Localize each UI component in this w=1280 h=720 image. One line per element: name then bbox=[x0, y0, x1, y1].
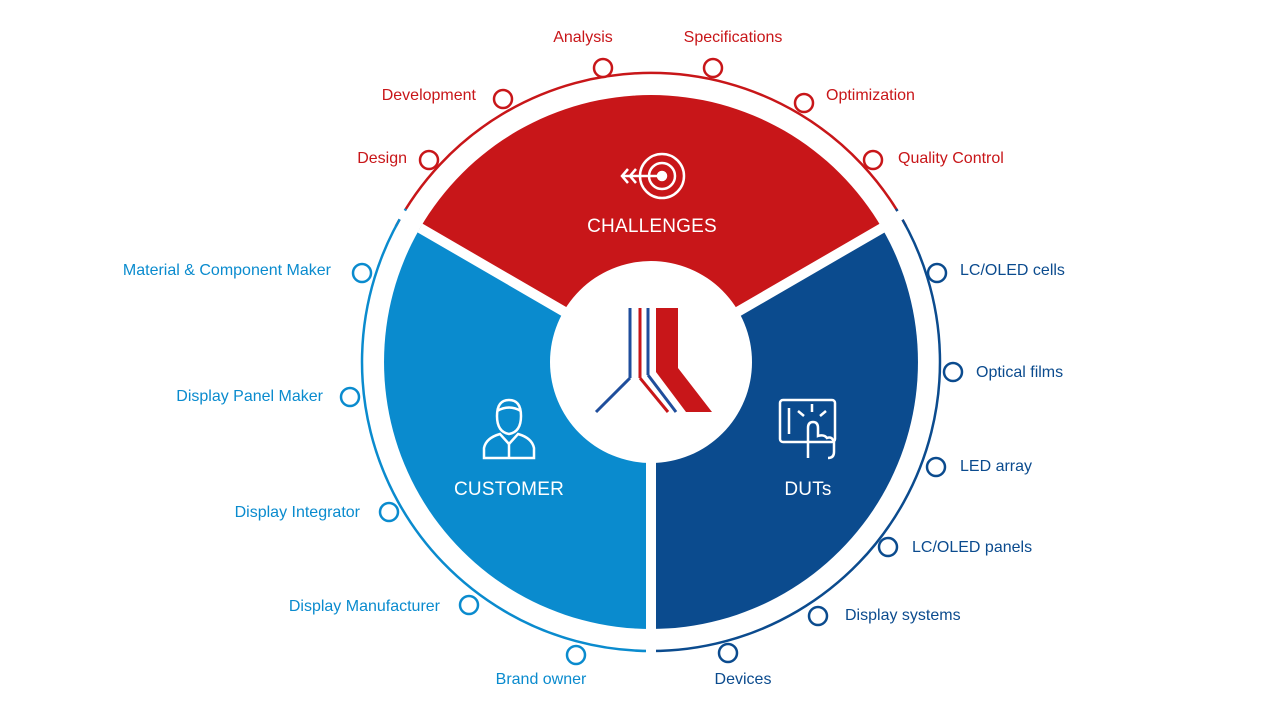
node-optimization[interactable] bbox=[793, 92, 815, 114]
node-specifications[interactable] bbox=[702, 57, 724, 79]
node-optical-films[interactable] bbox=[942, 361, 964, 383]
challenges-item-analysis[interactable]: Analysis bbox=[553, 29, 613, 46]
customer-item-display-manufacturer[interactable]: Display Manufacturer bbox=[288, 598, 440, 615]
challenges-item-development[interactable]: Development bbox=[381, 87, 476, 104]
duts-item-lc-oled-cells[interactable]: LC/OLED cells bbox=[960, 262, 1065, 279]
node-development[interactable] bbox=[492, 88, 514, 110]
challenges-item-specifications[interactable]: Specifications bbox=[683, 29, 783, 46]
customer-title: CUSTOMER bbox=[454, 479, 564, 500]
challenges-item-quality-control[interactable]: Quality Control bbox=[898, 150, 1004, 167]
duts-title: DUTs bbox=[784, 479, 832, 500]
duts-item-devices[interactable]: Devices bbox=[714, 671, 772, 688]
node-devices[interactable] bbox=[717, 642, 739, 664]
person-icon bbox=[482, 398, 536, 460]
node-display-manufacturer[interactable] bbox=[458, 594, 480, 616]
node-display-integrator[interactable] bbox=[378, 501, 400, 523]
duts-item-display-systems[interactable]: Display systems bbox=[845, 607, 961, 624]
touch-screen-icon bbox=[778, 398, 837, 460]
challenges-outer-arc bbox=[394, 71, 908, 227]
node-display-systems[interactable] bbox=[807, 605, 829, 627]
target-arrow-icon bbox=[620, 152, 686, 200]
node-lc-oled-cells[interactable] bbox=[926, 262, 948, 284]
challenges-item-optimization[interactable]: Optimization bbox=[826, 87, 915, 104]
node-markers bbox=[339, 57, 964, 666]
customer-item-brand-owner[interactable]: Brand owner bbox=[495, 671, 587, 688]
node-brand-owner[interactable] bbox=[565, 644, 587, 666]
separator-challenges-customer bbox=[389, 204, 421, 229]
center-circle bbox=[550, 261, 752, 463]
duts-outer-arc bbox=[650, 208, 942, 653]
node-led-array[interactable] bbox=[925, 456, 947, 478]
separator-challenges-duts bbox=[883, 203, 915, 229]
node-analysis[interactable] bbox=[592, 57, 614, 79]
challenges-item-design[interactable]: Design bbox=[357, 150, 407, 167]
challenges-title: CHALLENGES bbox=[587, 216, 717, 237]
node-material-component-maker[interactable] bbox=[351, 262, 373, 284]
company-logo-icon bbox=[594, 308, 712, 414]
duts-item-lc-oled-panels[interactable]: LC/OLED panels bbox=[912, 539, 1033, 556]
node-design[interactable] bbox=[418, 149, 440, 171]
node-lc-oled-panels[interactable] bbox=[877, 536, 899, 558]
customer-item-material-component-maker[interactable]: Material & Component Maker bbox=[122, 262, 331, 279]
node-display-panel-maker[interactable] bbox=[339, 386, 361, 408]
challenges-segment[interactable] bbox=[419, 95, 883, 363]
duts-item-optical-films[interactable]: Optical films bbox=[976, 364, 1064, 381]
node-quality-control[interactable] bbox=[862, 149, 884, 171]
customer-item-display-panel-maker[interactable]: Display Panel Maker bbox=[176, 388, 323, 405]
customer-outer-arc bbox=[360, 208, 652, 653]
duts-item-led-array[interactable]: LED array bbox=[960, 458, 1033, 475]
customer-item-display-integrator[interactable]: Display Integrator bbox=[234, 504, 360, 521]
